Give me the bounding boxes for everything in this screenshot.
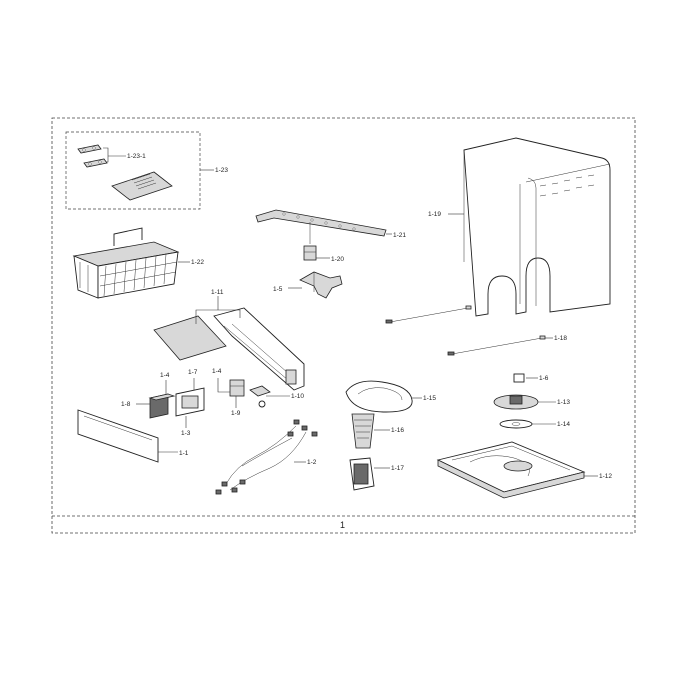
part-filter-1-16 bbox=[351, 413, 390, 449]
part-wire-1-18 bbox=[385, 305, 553, 356]
outer-frame bbox=[51, 117, 636, 534]
label-1-4b: 1-4 bbox=[212, 368, 222, 375]
part-module-1-8 bbox=[136, 393, 176, 419]
label-1-9: 1-9 bbox=[231, 410, 241, 417]
label-1-2: 1-2 bbox=[307, 459, 317, 466]
label-1-6: 1-6 bbox=[539, 375, 549, 382]
label-1-13: 1-13 bbox=[557, 399, 570, 406]
part-panel-1-11 bbox=[153, 296, 305, 391]
part-harness-1-2 bbox=[215, 419, 318, 495]
label-1-18: 1-18 bbox=[554, 335, 567, 342]
label-1-8: 1-8 bbox=[121, 401, 131, 408]
label-1-10: 1-10 bbox=[291, 393, 304, 400]
label-1-23-1: 1-23-1 bbox=[127, 153, 146, 160]
label-1-16: 1-16 bbox=[391, 427, 404, 434]
part-base-1-12 bbox=[436, 441, 598, 499]
label-1-5: 1-5 bbox=[273, 286, 283, 293]
label-1-19: 1-19 bbox=[428, 211, 441, 218]
label-1-21: 1-21 bbox=[393, 232, 406, 239]
label-1-14: 1-14 bbox=[557, 421, 570, 428]
label-1-4a: 1-4 bbox=[160, 372, 170, 379]
part-holder-1-5 bbox=[288, 271, 343, 299]
label-1-15: 1-15 bbox=[423, 395, 436, 402]
part-washer-1-14 bbox=[499, 419, 556, 429]
part-fastener-1-10 bbox=[249, 385, 290, 408]
part-cup-1-17 bbox=[349, 457, 390, 491]
part-kit-1-23 bbox=[65, 131, 214, 210]
label-1-3: 1-3 bbox=[181, 430, 191, 437]
part-gasket-1-15 bbox=[345, 380, 422, 413]
part-bracket-1-7 bbox=[175, 378, 205, 417]
part-cover-1-19 bbox=[448, 137, 611, 317]
part-spray-arm-1-21 bbox=[255, 209, 392, 237]
label-1: 1 bbox=[340, 520, 345, 530]
part-impeller-1-13 bbox=[493, 394, 556, 410]
label-1-1: 1-1 bbox=[179, 450, 189, 457]
label-1-7: 1-7 bbox=[188, 369, 198, 376]
label-1-22: 1-22 bbox=[191, 259, 204, 266]
label-1-11: 1-11 bbox=[211, 289, 224, 296]
label-1-23: 1-23 bbox=[215, 167, 228, 174]
part-switch-1-9 bbox=[217, 378, 245, 408]
part-connector-1-20 bbox=[303, 222, 330, 261]
part-basket-1-22 bbox=[72, 227, 190, 299]
label-1-12: 1-12 bbox=[599, 473, 612, 480]
part-cap-1-6 bbox=[513, 373, 538, 383]
label-1-20: 1-20 bbox=[331, 256, 344, 263]
label-1-17: 1-17 bbox=[391, 465, 404, 472]
part-strip-1-1 bbox=[77, 409, 178, 463]
